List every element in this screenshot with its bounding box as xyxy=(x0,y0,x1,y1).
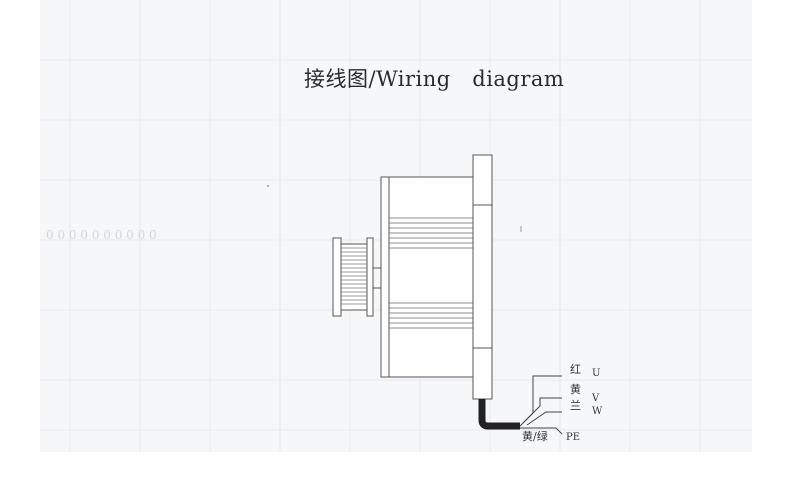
wire-color-yellow-green: 黄/绿 xyxy=(522,430,548,443)
wire-color-red: 红 xyxy=(570,363,581,376)
wire-terminal-pe: PE xyxy=(566,432,581,443)
diagram-title: 接线图/Wiring diagram xyxy=(304,67,565,91)
wire-terminal-u: U xyxy=(592,368,601,379)
wire-terminal-v: V xyxy=(592,393,600,404)
motor-body xyxy=(380,154,493,400)
wire-color-blue: 兰 xyxy=(570,399,581,412)
cable xyxy=(478,375,563,435)
wire-color-yellow: 黄 xyxy=(570,383,581,396)
wire-terminal-w: W xyxy=(592,406,603,417)
pulley xyxy=(332,237,381,317)
